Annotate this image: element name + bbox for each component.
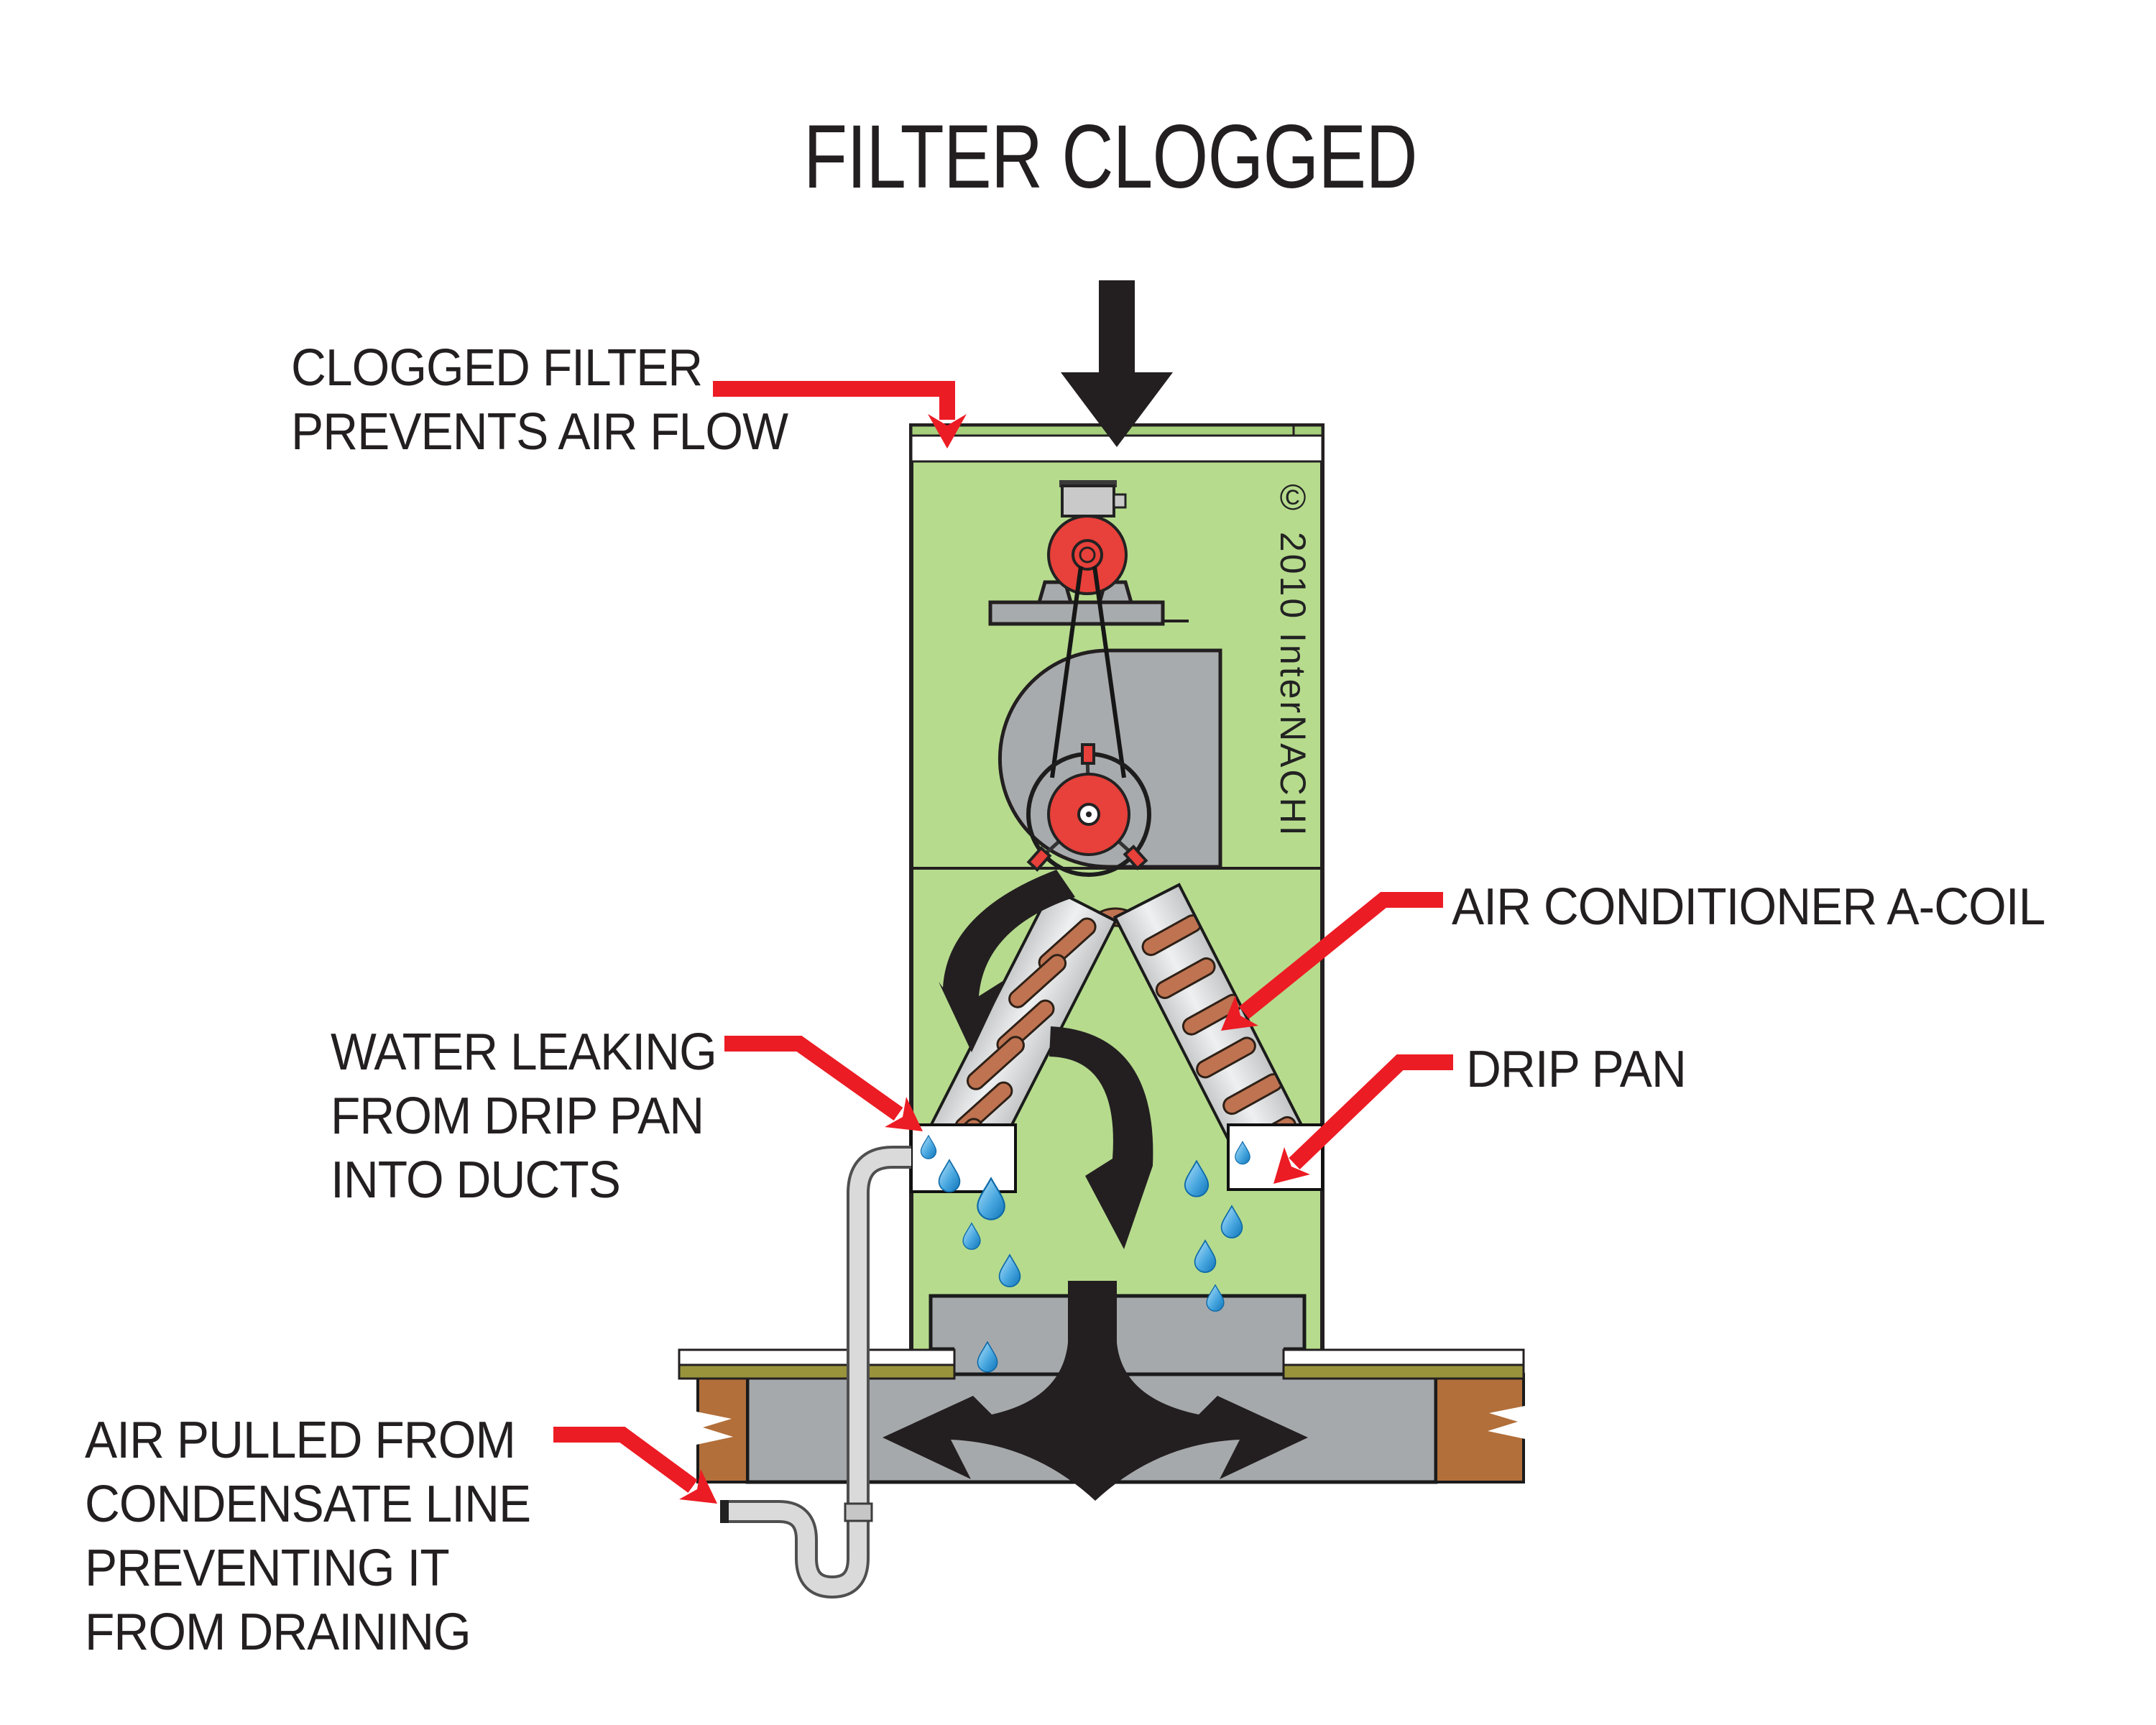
- airflow-split-arrow-icon: [883, 1281, 1308, 1501]
- airflow-arrow-down-icon: [1061, 280, 1173, 447]
- joist-notch-left: [696, 1412, 733, 1445]
- label-a-coil: AIR CONDITIONER A-COIL: [1452, 875, 2045, 939]
- water-drop-icon: [977, 1340, 998, 1373]
- condensate-line: [729, 1149, 911, 1596]
- leader-air-pulled: [553, 1427, 698, 1493]
- label-air-pulled: AIR PULLED FROM CONDENSATE LINE PREVENTI…: [85, 1409, 531, 1665]
- label-line: INTO DUCTS: [331, 1151, 621, 1209]
- joist-notch-right: [1488, 1406, 1525, 1439]
- blower-motor: [1047, 515, 1128, 595]
- condensate-line-outline: [729, 1146, 911, 1599]
- water-drop-icon: [1220, 1205, 1243, 1238]
- water-drop-icon: [977, 1177, 1005, 1220]
- leader-arrowhead-icon: [1273, 1147, 1310, 1184]
- label-line: CONDENSATE LINE: [85, 1476, 531, 1533]
- water-drop-icon: [1184, 1159, 1210, 1197]
- copyright-note: © 2010 InterNACHI: [1273, 477, 1313, 838]
- label-line: CLOGGED FILTER: [291, 339, 703, 397]
- pulley-lug-left: [1026, 846, 1052, 872]
- leader-water-leaking: [724, 1036, 903, 1121]
- airflow-recirc-arrow-center-icon: [1049, 1026, 1153, 1249]
- junction-box-knob: [1112, 493, 1127, 509]
- label-line: FROM DRAINING: [85, 1604, 471, 1661]
- pulley-lug-top: [1081, 743, 1095, 765]
- pulley-axle: [1086, 811, 1092, 817]
- leader-clogged-filter: [713, 381, 955, 420]
- leader-arrows: [553, 381, 1453, 1504]
- subfloor-right: [1282, 1363, 1525, 1380]
- water-drop-icon: [1206, 1284, 1225, 1312]
- label-line: DRIP PAN: [1466, 1041, 1687, 1098]
- motor-junction-box: [1061, 484, 1115, 518]
- label-line: AIR PULLED FROM: [85, 1412, 516, 1469]
- water-drop-icon: [1194, 1239, 1217, 1273]
- water-drop-icon: [998, 1254, 1021, 1287]
- belt: [1050, 566, 1126, 778]
- leader-drip-pan: [1289, 1054, 1453, 1169]
- leader-arrowhead-icon: [1221, 995, 1258, 1031]
- leader-arrowhead-icon: [928, 414, 967, 448]
- label-line: PREVENTING IT: [85, 1540, 450, 1597]
- airflow-recirc-arrow-left-icon: [939, 870, 1075, 1052]
- water-drops: [920, 1134, 1250, 1373]
- motor-hub: [1079, 546, 1096, 564]
- label-water-leaking: WATER LEAKING FROM DRIP PAN INTO DUCTS: [331, 1021, 717, 1213]
- label-line: FROM DRIP PAN: [331, 1087, 704, 1145]
- subfloor-left: [678, 1363, 956, 1380]
- diagram-title: FILTER CLOGGED: [803, 107, 1418, 207]
- water-drop-icon: [1235, 1141, 1250, 1165]
- pipe-open-end: [720, 1500, 729, 1523]
- pipe-coupling: [844, 1502, 873, 1522]
- water-drop-icon: [920, 1134, 937, 1159]
- water-drop-icon: [938, 1159, 961, 1192]
- label-line: PREVENTS AIR FLOW: [291, 403, 788, 461]
- label-line: AIR CONDITIONER A-COIL: [1452, 878, 2045, 936]
- water-drop-icon: [962, 1222, 981, 1250]
- leader-a-coil: [1239, 892, 1443, 1019]
- label-drip-pan: DRIP PAN: [1466, 1038, 1687, 1102]
- label-line: WATER LEAKING: [331, 1024, 717, 1081]
- leader-arrowhead-icon: [885, 1097, 923, 1131]
- supply-plenum: [929, 1294, 1307, 1351]
- leader-arrowhead-icon: [679, 1469, 717, 1504]
- label-clogged-filter: CLOGGED FILTER PREVENTS AIR FLOW: [291, 336, 788, 464]
- motor-hub-ring: [1072, 539, 1103, 571]
- pulley-lug-right: [1123, 845, 1148, 870]
- junction-box-cap: [1059, 480, 1117, 487]
